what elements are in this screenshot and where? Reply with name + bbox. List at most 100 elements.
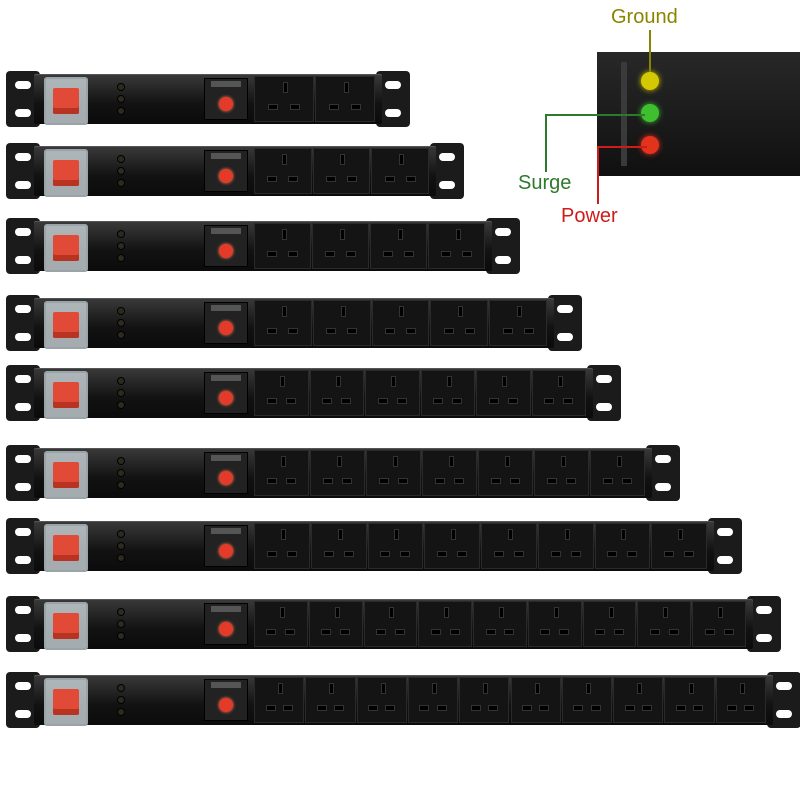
power-rocker-switch[interactable] <box>53 535 79 561</box>
power-switch-cover[interactable] <box>44 371 88 419</box>
uk-socket-outlet[interactable] <box>312 148 371 194</box>
live-pin-slot-icon <box>317 706 326 710</box>
uk-socket-outlet[interactable] <box>254 370 309 416</box>
uk-socket-outlet[interactable] <box>594 523 651 569</box>
uk-socket-outlet[interactable] <box>310 450 365 496</box>
uk-socket-outlet[interactable] <box>424 523 480 569</box>
live-pin-slot-icon <box>267 399 276 403</box>
status-led-icon <box>118 482 124 488</box>
surge-protector-module <box>204 225 248 267</box>
uk-socket-outlet[interactable] <box>428 223 485 269</box>
uk-socket-outlet[interactable] <box>422 450 477 496</box>
uk-socket-outlet[interactable] <box>418 601 473 647</box>
uk-socket-outlet[interactable] <box>613 677 664 723</box>
power-switch-cover[interactable] <box>44 524 88 572</box>
power-rocker-switch[interactable] <box>53 312 79 338</box>
uk-socket-outlet[interactable] <box>254 300 312 346</box>
uk-socket-outlet[interactable] <box>527 601 582 647</box>
power-switch-cover[interactable] <box>44 301 88 349</box>
reset-button[interactable] <box>219 622 233 636</box>
live-pin-slot-icon <box>676 706 685 710</box>
uk-socket-outlet[interactable] <box>363 601 418 647</box>
uk-socket-outlet[interactable] <box>489 300 547 346</box>
uk-socket-outlet[interactable] <box>459 677 510 723</box>
reset-button[interactable] <box>219 544 233 558</box>
uk-socket-outlet[interactable] <box>407 677 459 723</box>
uk-socket-outlet[interactable] <box>478 450 533 496</box>
live-pin-slot-icon <box>268 329 277 333</box>
uk-socket-outlet[interactable] <box>254 148 312 194</box>
earth-pin-slot-icon <box>535 684 539 693</box>
power-switch-cover[interactable] <box>44 602 88 650</box>
uk-socket-outlet[interactable] <box>367 523 424 569</box>
uk-socket-outlet[interactable] <box>473 601 527 647</box>
power-rocker-switch[interactable] <box>53 235 79 261</box>
power-switch-cover[interactable] <box>44 77 88 125</box>
uk-socket-outlet[interactable] <box>308 601 363 647</box>
reset-button[interactable] <box>219 169 233 183</box>
uk-socket-outlet[interactable] <box>312 300 371 346</box>
reset-button[interactable] <box>219 391 233 405</box>
uk-socket-outlet[interactable] <box>371 300 430 346</box>
neutral-pin-slot-icon <box>291 105 300 109</box>
power-switch-cover[interactable] <box>44 451 88 499</box>
uk-socket-outlet[interactable] <box>309 370 364 416</box>
uk-socket-outlet[interactable] <box>420 370 475 416</box>
uk-socket-outlet[interactable] <box>531 370 586 416</box>
uk-socket-outlet[interactable] <box>366 450 421 496</box>
power-switch-cover[interactable] <box>44 678 88 726</box>
power-rocker-switch[interactable] <box>53 689 79 715</box>
power-rocker-switch[interactable] <box>53 462 79 488</box>
mount-slot-icon <box>596 403 612 411</box>
uk-socket-outlet[interactable] <box>254 450 309 496</box>
reset-button[interactable] <box>219 244 233 258</box>
uk-socket-outlet[interactable] <box>476 370 531 416</box>
uk-socket-outlet[interactable] <box>534 450 589 496</box>
uk-socket-outlet[interactable] <box>692 601 746 647</box>
power-switch-cover[interactable] <box>44 224 88 272</box>
uk-socket-outlet[interactable] <box>371 148 429 194</box>
uk-socket-outlet[interactable] <box>310 523 367 569</box>
uk-socket-outlet[interactable] <box>315 76 375 122</box>
earth-pin-slot-icon <box>554 608 558 617</box>
power-switch-cover[interactable] <box>44 149 88 197</box>
uk-socket-outlet[interactable] <box>356 677 407 723</box>
live-pin-slot-icon <box>266 706 275 710</box>
live-pin-slot-icon <box>420 706 429 710</box>
neutral-pin-slot-icon <box>289 329 298 333</box>
uk-socket-outlet[interactable] <box>254 76 314 122</box>
live-pin-slot-icon <box>381 552 390 556</box>
uk-socket-outlet[interactable] <box>254 601 308 647</box>
uk-socket-outlet[interactable] <box>254 223 311 269</box>
uk-socket-outlet[interactable] <box>365 370 420 416</box>
reset-button[interactable] <box>219 471 233 485</box>
reset-button[interactable] <box>219 97 233 111</box>
power-rocker-switch[interactable] <box>53 88 79 114</box>
reset-button[interactable] <box>219 698 233 712</box>
uk-socket-outlet[interactable] <box>370 223 427 269</box>
uk-socket-outlet[interactable] <box>254 523 310 569</box>
uk-socket-outlet[interactable] <box>715 677 766 723</box>
uk-socket-outlet[interactable] <box>582 601 637 647</box>
uk-socket-outlet[interactable] <box>481 523 537 569</box>
earth-pin-slot-icon <box>565 530 569 539</box>
uk-socket-outlet[interactable] <box>254 677 305 723</box>
uk-socket-outlet[interactable] <box>651 523 707 569</box>
uk-socket-outlet[interactable] <box>664 677 715 723</box>
uk-socket-outlet[interactable] <box>430 300 489 346</box>
uk-socket-outlet[interactable] <box>637 601 692 647</box>
uk-socket-outlet[interactable] <box>312 223 369 269</box>
uk-socket-outlet[interactable] <box>510 677 561 723</box>
neutral-pin-slot-icon <box>335 706 344 710</box>
earth-pin-slot-icon <box>335 608 339 617</box>
uk-socket-outlet[interactable] <box>305 677 356 723</box>
reset-button[interactable] <box>219 321 233 335</box>
power-rocker-switch[interactable] <box>53 160 79 186</box>
uk-socket-outlet[interactable] <box>537 523 594 569</box>
power-rocker-switch[interactable] <box>53 382 79 408</box>
neutral-pin-slot-icon <box>453 399 462 403</box>
uk-socket-outlet[interactable] <box>561 677 613 723</box>
power-rocker-switch[interactable] <box>53 613 79 639</box>
mount-slot-icon <box>655 455 671 463</box>
uk-socket-outlet[interactable] <box>590 450 645 496</box>
